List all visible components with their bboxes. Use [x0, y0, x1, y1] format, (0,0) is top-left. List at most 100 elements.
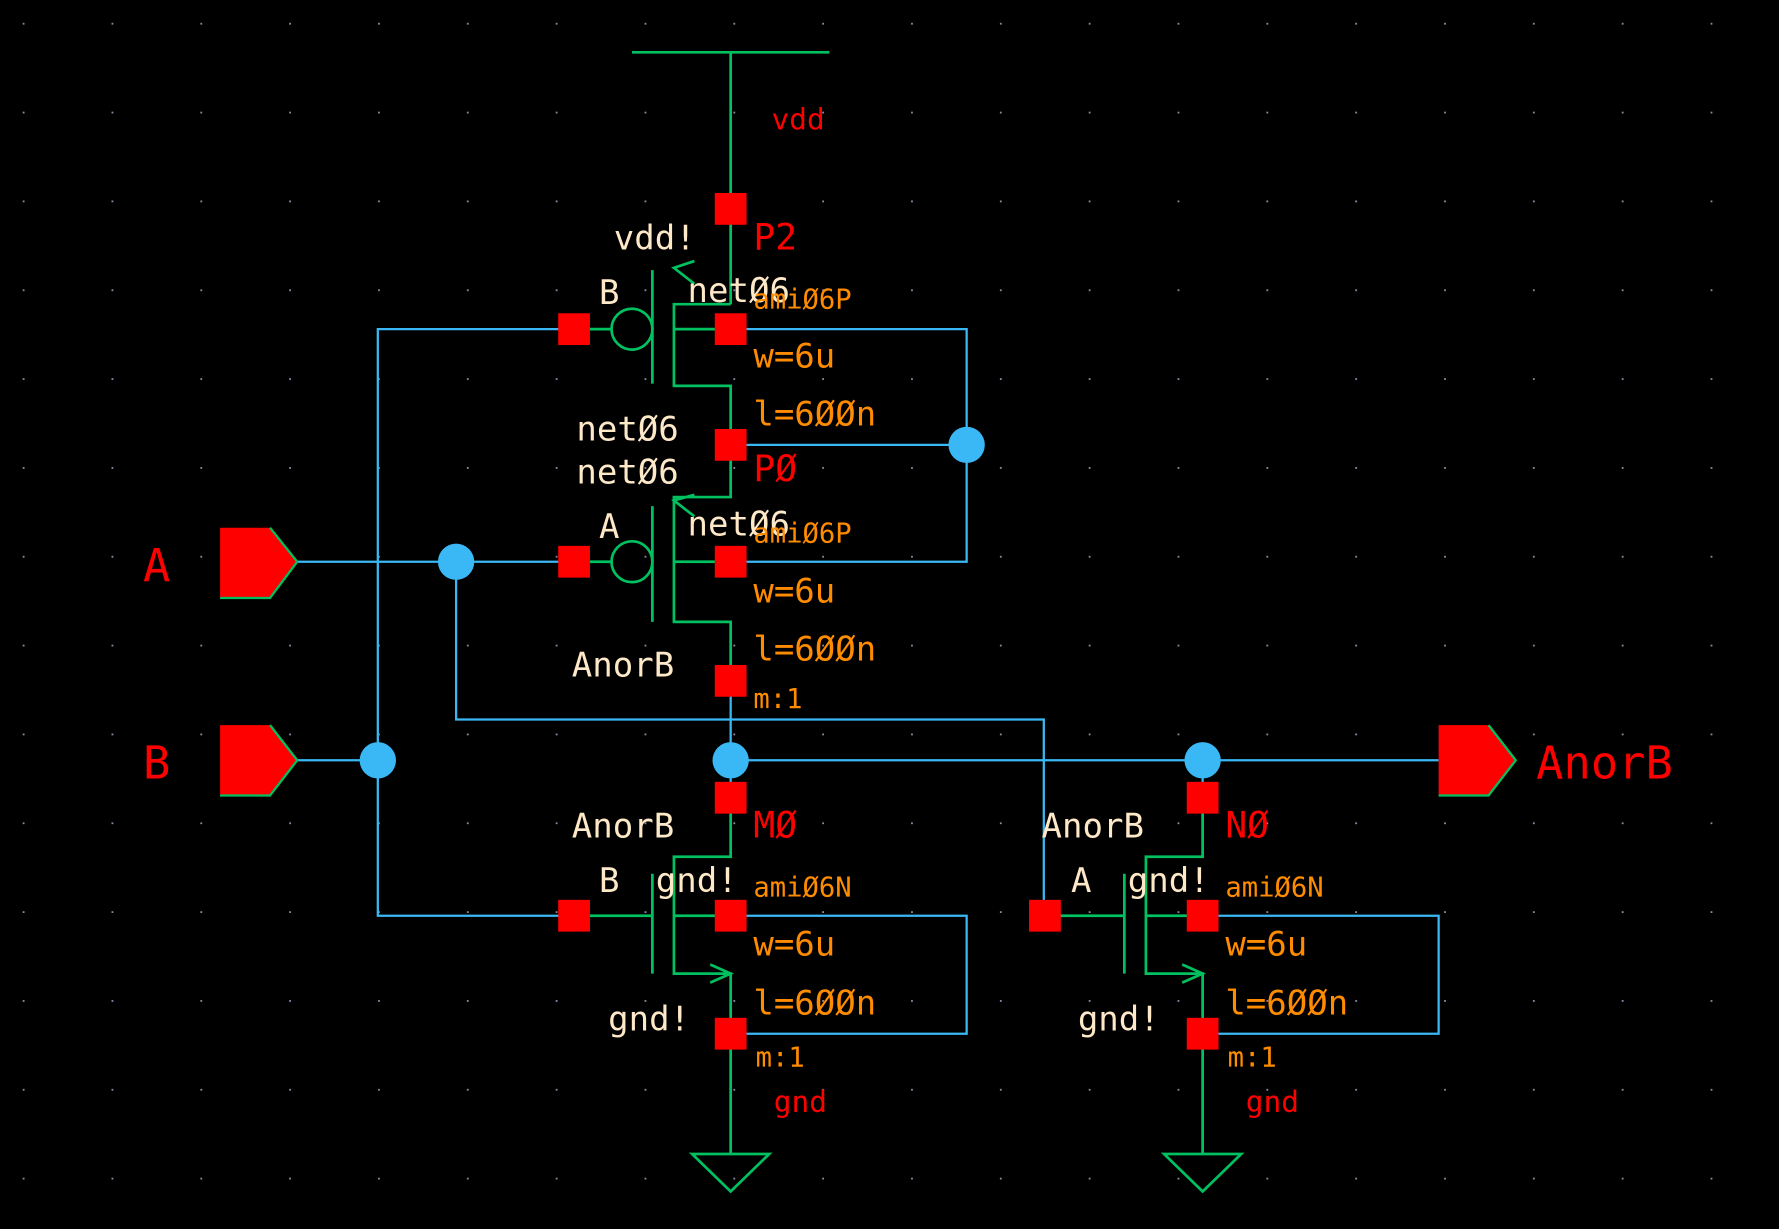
- grid-dot: [1532, 200, 1535, 203]
- grid-dot: [1088, 22, 1091, 25]
- grid-dot: [289, 289, 292, 292]
- grid-dot: [733, 644, 736, 647]
- n0-source-net: gnd!: [1078, 999, 1160, 1039]
- output-pin-anorb[interactable]: [1438, 724, 1518, 797]
- terminal-n0-s[interactable]: [1186, 1017, 1219, 1050]
- grid-dot: [822, 1177, 825, 1180]
- grid-dot: [200, 200, 203, 203]
- grid-dot: [555, 200, 558, 203]
- vdd-symbol[interactable]: [631, 50, 830, 209]
- p2-instance: P2: [753, 216, 797, 259]
- grid-dot: [555, 1177, 558, 1180]
- grid-dot: [200, 644, 203, 647]
- grid-dot: [1444, 378, 1446, 380]
- terminals: [558, 193, 1219, 1050]
- grid-dot: [1532, 1177, 1535, 1180]
- grid-dot: [289, 822, 292, 825]
- grid-dot: [1355, 911, 1358, 914]
- m0-multiplier: m:1: [756, 1043, 805, 1074]
- terminal-p0-g[interactable]: [558, 545, 590, 578]
- input-pin-a[interactable]: [220, 526, 299, 600]
- grid-dot: [1532, 467, 1535, 469]
- grid-dot: [999, 733, 1002, 736]
- input-pin-a-label: A: [143, 539, 170, 592]
- grid-dot: [1088, 1177, 1091, 1180]
- grid-dot: [1710, 1000, 1713, 1002]
- grid-dot: [466, 1177, 469, 1180]
- terminal-p0-b[interactable]: [714, 545, 747, 578]
- gnd-symbol-m0[interactable]: [688, 1033, 773, 1194]
- junction-anorb-2[interactable]: [1184, 742, 1221, 779]
- n0-model: amiØ6N: [1225, 872, 1323, 903]
- grid-dot: [22, 111, 25, 114]
- grid-dot: [1621, 111, 1624, 114]
- grid-dot: [911, 911, 913, 914]
- grid-dot: [644, 822, 647, 825]
- junction-net06[interactable]: [948, 426, 985, 464]
- input-pin-b[interactable]: [220, 724, 299, 797]
- grid-dot: [22, 644, 25, 647]
- grid-dot: [378, 1000, 380, 1002]
- grid-dot: [289, 644, 292, 647]
- m0-model: amiØ6N: [753, 872, 851, 903]
- grid-dot: [1177, 378, 1180, 380]
- grid-dot: [200, 1000, 203, 1002]
- gnd-symbol-n0[interactable]: [1160, 1033, 1245, 1194]
- wire-n0-bulk[interactable]: [1202, 914, 1440, 1035]
- grid-dot: [1266, 644, 1269, 647]
- grid-dot: [822, 733, 825, 736]
- grid-dot: [1177, 289, 1180, 292]
- m0-length: l=6ØØn: [753, 983, 876, 1023]
- grid-dot: [1266, 733, 1269, 736]
- wire-m0-bulk[interactable]: [730, 914, 968, 1035]
- grid-dot: [1355, 822, 1358, 825]
- gnd-label-m0: gnd: [774, 1085, 827, 1119]
- p0-width: w=6u: [753, 572, 835, 612]
- terminal-m0-d[interactable]: [714, 781, 747, 814]
- wire-a-to-n0[interactable]: [454, 561, 1045, 916]
- grid-dot: [378, 1177, 380, 1180]
- grid-dot: [1710, 644, 1713, 647]
- pmos-p0[interactable]: [574, 444, 733, 681]
- grid-dot: [999, 200, 1002, 203]
- grid-dot: [200, 1088, 203, 1091]
- grid-dot: [111, 200, 114, 203]
- terminal-n0-b[interactable]: [1186, 899, 1219, 932]
- grid-dot: [1710, 111, 1713, 114]
- grid-dot: [555, 378, 558, 380]
- nmos-m0[interactable]: [574, 797, 735, 1034]
- input-pin-b-label: B: [143, 736, 170, 789]
- grid-dot: [644, 911, 647, 914]
- terminal-m0-g[interactable]: [558, 899, 590, 932]
- junction-a[interactable]: [437, 543, 475, 580]
- grid-dot: [1710, 289, 1713, 292]
- grid-dot: [111, 22, 114, 25]
- grid-dot: [555, 289, 558, 292]
- terminal-m0-b[interactable]: [714, 899, 747, 932]
- gnd-label-n0: gnd: [1246, 1085, 1299, 1119]
- grid-dot: [1710, 822, 1713, 825]
- m0-instance: MØ: [753, 803, 797, 846]
- grid-dot: [289, 1088, 292, 1091]
- terminal-p0-d[interactable]: [714, 664, 747, 697]
- terminal-p2-g[interactable]: [558, 313, 590, 346]
- terminal-p2-b[interactable]: [714, 313, 747, 346]
- grid-dot: [555, 822, 558, 825]
- grid-dot: [1444, 1177, 1446, 1180]
- terminal-n0-g[interactable]: [1029, 899, 1061, 932]
- terminal-p2-s[interactable]: [714, 193, 747, 225]
- junction-anorb-1[interactable]: [712, 742, 749, 779]
- grid-dot: [111, 467, 114, 469]
- grid-dot: [1355, 289, 1358, 292]
- grid-dot: [1177, 22, 1180, 25]
- terminal-n0-d[interactable]: [1186, 781, 1219, 814]
- grid-dot: [733, 1000, 736, 1002]
- terminal-m0-s[interactable]: [714, 1017, 747, 1050]
- p2-drain-net: netØ6: [576, 409, 678, 449]
- grid-dot: [999, 111, 1002, 114]
- wire-b-bus[interactable]: [376, 328, 575, 917]
- terminal-p2-d[interactable]: [714, 428, 747, 461]
- grid-dot: [822, 1088, 825, 1091]
- junction-b[interactable]: [359, 742, 396, 779]
